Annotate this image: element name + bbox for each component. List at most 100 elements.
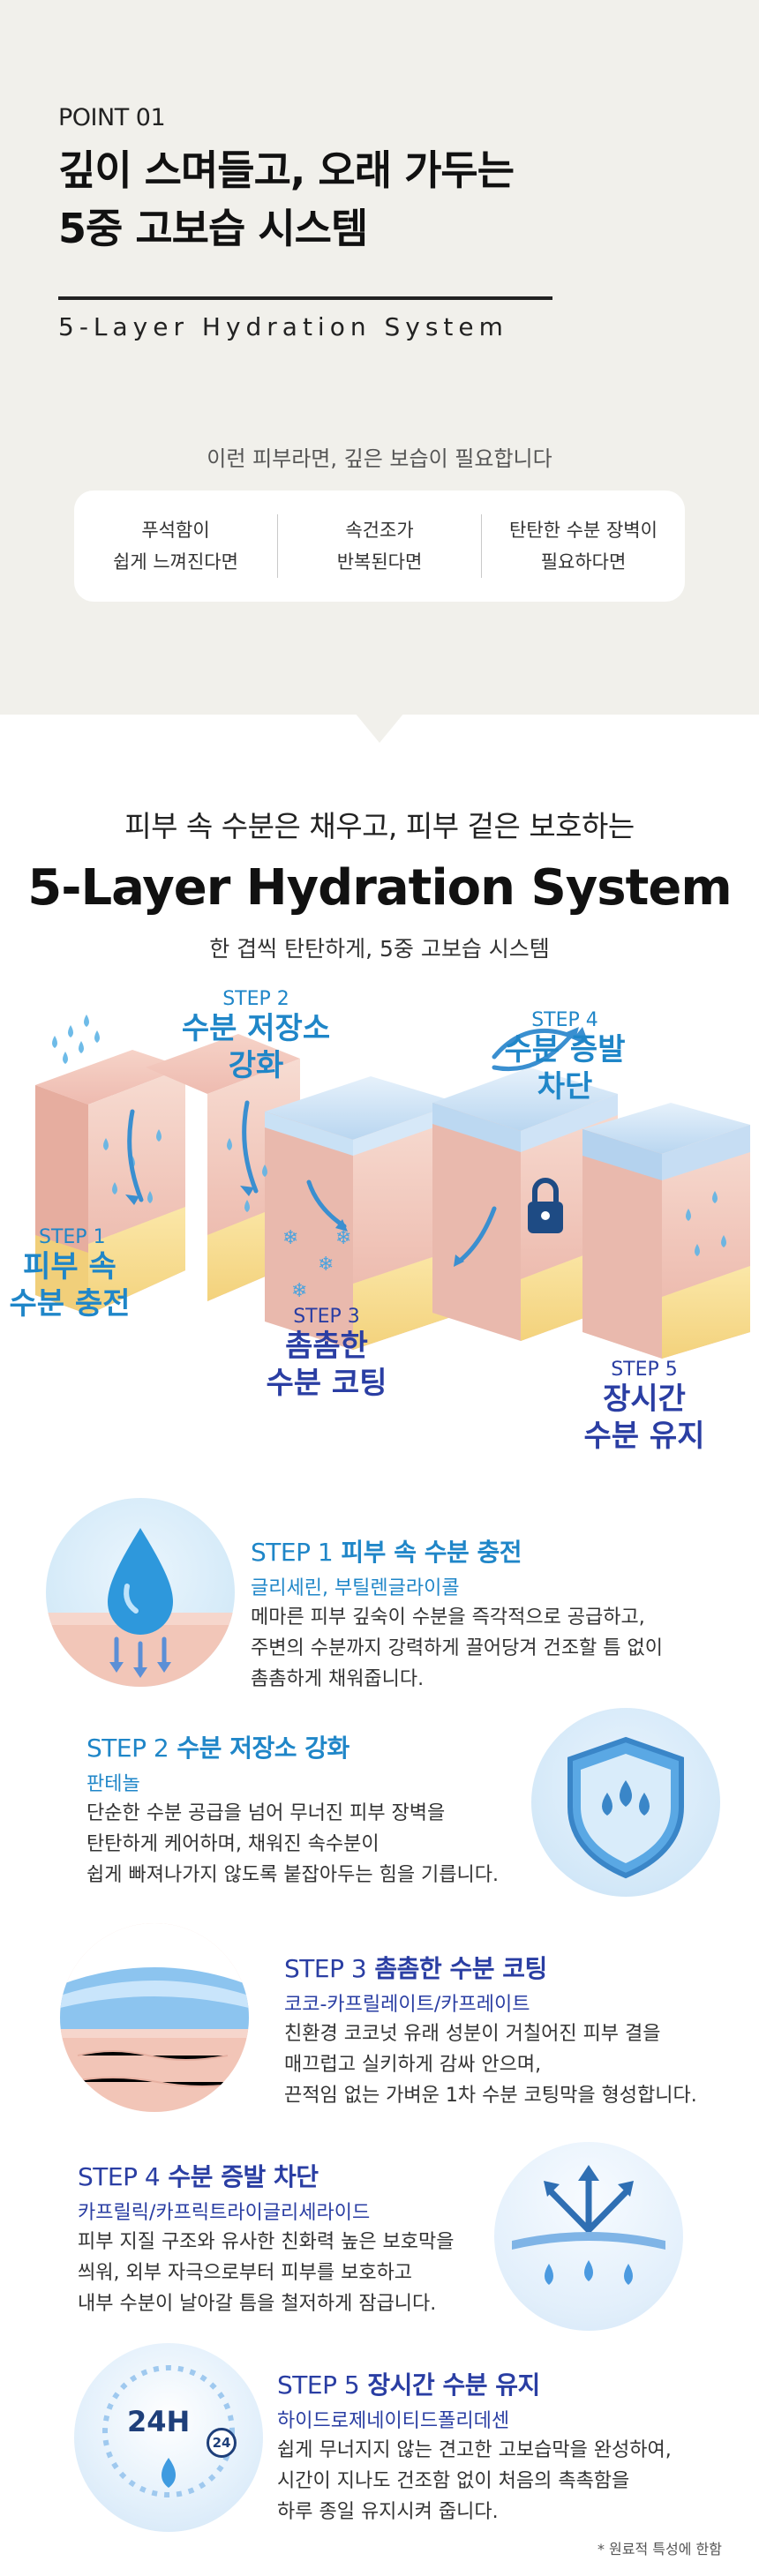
needs-title: 이런 피부라면, 깊은 보습이 필요합니다	[207, 446, 552, 471]
step-1-title-text: 피부 속 수분 충전	[341, 1538, 522, 1567]
need-line1: 속건조가	[345, 520, 414, 541]
step-3-title: STEP 3 촘촘한 수분 코팅	[284, 1950, 547, 1985]
illus-line2: 차단	[537, 1069, 593, 1105]
skin-block-5	[582, 1103, 750, 1359]
illus-step: STEP 3	[293, 1306, 360, 1328]
step-2-image	[531, 1708, 720, 1897]
need-line2: 쉽게 느껴진다면	[113, 551, 238, 573]
need-line1: 탄탄한 수분 장벽이	[509, 520, 658, 541]
step-5-ingredient: 하이드로제네이티드폴리데센	[277, 2410, 510, 2432]
illus-step: STEP 4	[531, 1009, 598, 1031]
flow-arrows	[127, 1028, 585, 1264]
step-2-title: STEP 2 수분 저장소 강화	[86, 1729, 349, 1764]
step-5-title: STEP 5 장시간 수분 유지	[277, 2366, 540, 2401]
step-3: STEP 3 촘촘한 수분 코팅 코코-카프릴레이트/카프레이트 친환경 코코넛…	[0, 1914, 759, 2126]
step-1-image	[46, 1498, 235, 1687]
illus-step: STEP 1	[39, 1226, 106, 1248]
need-line2: 반복된다면	[336, 551, 423, 573]
step-4: STEP 4 수분 증발 차단 카프릴릭/카프릭트라이글리세라이드 피부 지질 …	[0, 2126, 759, 2338]
speech-notch	[355, 713, 404, 743]
point-label: POINT 01	[58, 104, 166, 131]
step-4-desc: 피부 지질 구조와 유사한 친화력 높은 보호막을 씌워, 외부 자극으로부터 …	[78, 2227, 455, 2319]
step-1-title: STEP 1 피부 속 수분 충전	[251, 1533, 522, 1569]
need-line2: 필요하다면	[540, 551, 627, 573]
need-item: 푸석함이 쉽게 느껴진다면	[74, 514, 277, 578]
intro-section: POINT 01 깊이 스며들고, 오래 가두는 5중 고보습 시스템 5-La…	[0, 0, 759, 715]
step-2-ingredient: 판테놀	[86, 1773, 140, 1795]
step-3-image	[60, 1923, 249, 2112]
arrow-heads	[125, 1027, 588, 1267]
illus-step: STEP 5	[611, 1359, 678, 1381]
need-item: 탄탄한 수분 장벽이 필요하다면	[482, 514, 685, 578]
desc-line: 피부 지질 구조와 유사한 친화력 높은 보호막을	[78, 2231, 455, 2253]
desc-line: 쉽게 빠져나가지 않도록 붙잡아두는 힘을 기릅니다.	[86, 1864, 500, 1886]
step-2-title-text: 수분 저장소 강화	[177, 1734, 349, 1763]
headline-line1: 깊이 스며들고, 오래 가두는	[58, 146, 515, 194]
water-drop-icon	[46, 1528, 235, 1687]
divider	[58, 296, 552, 300]
illus-label-step4: STEP 4 수분 증발 차단	[477, 1009, 653, 1105]
desc-line: 매끄럽고 실키하게 감싸 안으며,	[284, 2054, 542, 2076]
desc-line: 끈적임 없는 가벼운 1차 수분 코팅막을 형성합니다.	[284, 2085, 697, 2107]
desc-line: 하루 종일 유지시켜 줍니다.	[277, 2501, 499, 2523]
system-sub: 한 겹씩 탄탄하게, 5중 고보습 시스템	[209, 936, 550, 962]
skin-layers-graphic: ❄❄❄❄	[35, 1015, 750, 1359]
step-1-num: STEP 1	[251, 1538, 334, 1567]
desc-line: 쉽게 무너지지 않는 견고한 고보습막을 완성하여,	[277, 2439, 672, 2461]
desc-line: 단순한 수분 공급을 넘어 무너진 피부 장벽을	[86, 1802, 446, 1824]
desc-line: 메마른 피부 깊숙이 수분을 즉각적으로 공급하고,	[251, 1606, 645, 1629]
svg-text:❄: ❄	[335, 1227, 351, 1249]
illus-step: STEP 2	[222, 988, 289, 1010]
coating-layer-icon	[60, 1923, 249, 2112]
desc-line: 친환경 코코넛 유래 성분이 거칠어진 피부 결을	[284, 2023, 661, 2045]
illus-label-step1: STEP 1 피부 속 수분 충전	[4, 1226, 136, 1322]
need-divider	[277, 514, 278, 578]
step-5-title-text: 장시간 수분 유지	[367, 2370, 540, 2400]
step-2-desc: 단순한 수분 공급을 넘어 무너진 피부 장벽을 탄탄하게 케어하며, 채워진 …	[86, 1798, 499, 1891]
step-1: STEP 1 피부 속 수분 충전 글리세린, 부틸렌글라이콜 메마른 피부 깊…	[0, 1491, 759, 1703]
step-3-desc: 친환경 코코넛 유래 성분이 거칠어진 피부 결을 매끄럽고 실키하게 감싸 안…	[284, 2018, 697, 2111]
illus-line2: 수분 코팅	[266, 1366, 387, 1401]
step-5-image: 24H 24	[74, 2343, 263, 2532]
illus-line1: 수분 증발	[504, 1032, 626, 1067]
step-4-title-text: 수분 증발 차단	[168, 2162, 319, 2191]
desc-line: 탄탄하게 케어하며, 채워진 속수분이	[86, 1833, 380, 1855]
evaporation-block-icon	[512, 2165, 665, 2285]
headline-line2: 5중 고보습 시스템	[58, 205, 368, 252]
step-2-num: STEP 2	[86, 1734, 169, 1763]
illus-line1: 수분 저장소	[181, 1011, 331, 1046]
need-line1: 푸석함이	[141, 520, 210, 541]
illus-line1: 장시간	[603, 1382, 686, 1417]
badge-24-small: 24	[207, 2428, 237, 2458]
skin-block-1	[35, 1050, 185, 1314]
illus-line2: 수분 충전	[9, 1286, 131, 1322]
step-2: STEP 2 수분 저장소 강화 판테놀 단순한 수분 공급을 넘어 무너진 피…	[0, 1703, 759, 1914]
illus-label-step5: STEP 5 장시간 수분 유지	[565, 1359, 724, 1455]
snowflake-icons: ❄❄❄❄	[282, 1227, 351, 1302]
step-5: 24H 24 STEP 5 장시간 수분 유지 하이드로제네이티드폴리데센 쉽게…	[0, 2338, 759, 2550]
badge-24h: 24H	[127, 2405, 191, 2438]
subtitle-en: 5-Layer Hydration System	[58, 312, 508, 341]
need-divider	[481, 514, 482, 578]
desc-line: 시간이 지나도 건조함 없이 처음의 촉촉함을	[277, 2470, 630, 2492]
illus-line2: 강화	[228, 1048, 284, 1083]
footnote: * 원료적 특성에 한함	[597, 2541, 722, 2557]
illus-line2: 수분 유지	[583, 1419, 705, 1454]
step-1-desc: 메마른 피부 깊숙이 수분을 즉각적으로 공급하고, 주변의 수분까지 강력하게…	[251, 1602, 663, 1695]
illus-line1: 피부 속	[23, 1249, 116, 1284]
step-4-ingredient: 카프릴릭/카프릭트라이글리세라이드	[78, 2202, 371, 2224]
desc-line: 내부 수분이 날아갈 틈을 철저하게 잠급니다.	[78, 2293, 437, 2315]
need-item: 속건조가 반복된다면	[278, 514, 481, 578]
skin-layers-illustration: ❄❄❄❄ STEP 2 수분 저장소 강화 STEP 4 수분 증발 차단 ST…	[0, 979, 759, 1473]
step-1-ingredient: 글리세린, 부틸렌글라이콜	[251, 1577, 460, 1599]
illus-label-step2: STEP 2 수분 저장소 강화	[177, 988, 335, 1084]
step-5-num: STEP 5	[277, 2370, 360, 2400]
needs-box: 푸석함이 쉽게 느껴진다면 속건조가 반복된다면 탄탄한 수분 장벽이 필요하다…	[74, 490, 685, 602]
step-3-ingredient: 코코-카프릴레이트/카프레이트	[284, 1994, 530, 2016]
step-4-image	[494, 2142, 683, 2331]
step-3-title-text: 촘촘한 수분 코팅	[374, 1954, 547, 1983]
svg-text:❄: ❄	[291, 1280, 307, 1302]
desc-line: 촘촘하게 채워줍니다.	[251, 1668, 425, 1690]
step-4-title: STEP 4 수분 증발 차단	[78, 2158, 319, 2193]
